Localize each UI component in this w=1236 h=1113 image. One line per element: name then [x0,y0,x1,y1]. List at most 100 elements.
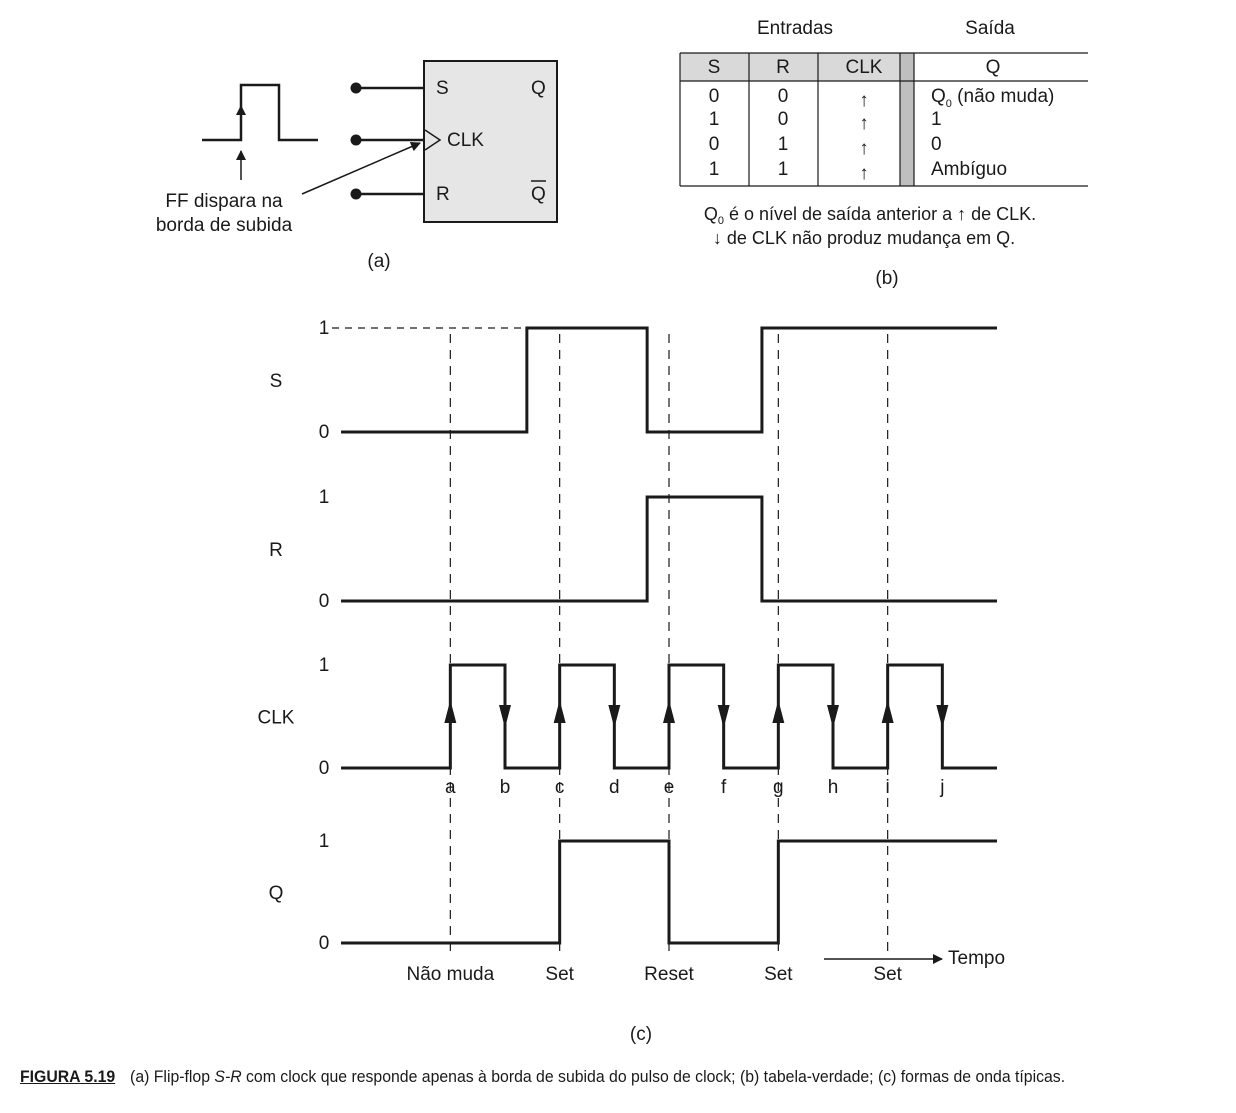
time-axis-label: Tempo [948,948,1005,969]
event-label: Não muda [406,964,494,985]
level-label-low: 0 [319,758,330,779]
table-header-background [680,53,914,81]
caption-text-after: com clock que responde apenas à borda de… [241,1067,1066,1086]
edge-label: b [500,777,511,798]
falling-edge-arrow-icon [608,705,621,728]
cell-clk: ↑ [859,138,869,159]
edge-label: e [664,777,675,798]
signal-name-s: S [270,371,283,392]
figure-number: FIGURA 5.19 [20,1067,116,1086]
clock-triangle-icon [424,129,442,151]
edge-label: f [721,777,727,798]
table-note-1: Q0 é o nível de saída anterior a ↑ de CL… [704,204,1036,227]
rising-edge-arrow-icon [772,700,785,723]
cell-r: 0 [778,86,789,107]
input-label-clk: CLK [447,130,484,151]
input-label-r: R [436,184,450,205]
level-label-high: 1 [319,831,330,852]
column-header-s: S [708,57,721,78]
annotation-arrow-to-clk-icon [301,141,421,195]
column-header-r: R [776,57,790,78]
caption-text-italic: S-R [214,1067,242,1086]
output-label-q: Q [531,78,546,99]
cell-q: Q0 (não muda) [931,86,1054,110]
figure-caption: FIGURA 5.19 (a) Flip-flop S-R com clock q… [20,1067,1065,1087]
cell-clk: ↑ [859,163,869,184]
flip-flop-symbol: S CLK R Q Q [350,60,558,223]
cell-q: 1 [931,109,942,130]
cell-r: 1 [778,134,789,155]
input-label-s: S [436,78,449,99]
cell-s: 1 [709,159,720,180]
event-label: Set [764,964,793,985]
cell-r: 0 [778,109,789,130]
level-label-low: 0 [319,591,330,612]
group-header-inputs: Entradas [757,18,833,39]
edge-label: c [555,777,565,798]
output-label-q-bar: Q [531,184,546,205]
edge-label: d [609,777,620,798]
level-label-high: 1 [319,655,330,676]
label-c: (c) [630,1024,652,1045]
signal-name-r: R [269,540,283,561]
cell-s: 0 [709,86,720,107]
cell-r: 1 [778,159,789,180]
column-header-clk: CLK [846,57,883,78]
rising-edge-arrow-icon [444,700,457,723]
cell-q-main: Q [931,86,946,107]
annotation-line-2: borda de subida [156,215,293,236]
cell-q-main: Ambíguo [931,159,1007,180]
falling-edge-arrow-icon [717,705,730,728]
annotation-line-1: FF dispara na [165,191,283,212]
cell-q-main: 1 [931,109,942,130]
cell-s: 1 [709,109,720,130]
level-label-low: 0 [319,422,330,443]
r-input-terminal [350,188,362,200]
figure-canvas: S CLK R Q Q FF dispara na borda de subid… [156,18,1088,1045]
level-label-high: 1 [319,487,330,508]
edge-label: g [773,777,784,798]
rising-edge-arrow-icon [881,700,894,723]
caption-text-before: (a) Flip-flop [130,1067,215,1086]
falling-edge-arrow-icon [936,705,949,728]
waveform-s [341,326,997,434]
level-label-low: 0 [319,933,330,954]
table-note-2: ↓ de CLK não produz mudança em Q. [713,228,1015,248]
edge-label: h [828,777,839,798]
cell-q-subscript: 0 [946,98,952,110]
table-divider-bar [900,53,914,186]
signal-name-q: Q [269,883,284,904]
rising-edge-arrow-icon [553,700,566,723]
cell-q: 0 [931,134,942,155]
cell-clk: ↑ [859,90,869,111]
cell-q-rest: (não muda) [952,86,1054,107]
edge-label: i [886,777,890,798]
signal-name-clk: CLK [258,708,295,729]
waveform-r [341,495,997,603]
falling-edge-arrow-icon [499,705,511,728]
flip-flop-box [423,60,558,223]
label-b: (b) [875,268,898,289]
edge-label: j [939,777,944,798]
cell-s: 0 [709,134,720,155]
event-label: Reset [644,964,694,985]
s-input-terminal [350,82,362,94]
event-label: Set [545,964,574,985]
group-header-output: Saída [965,18,1015,39]
cell-q-main: 0 [931,134,942,155]
clock-pulse-waveform [202,83,318,142]
cell-q: Ambíguo [931,159,1007,180]
cell-clk: ↑ [859,113,869,134]
level-label-high: 1 [319,318,330,339]
clk-input-terminal [350,134,362,146]
event-label: Set [873,964,902,985]
clock-pulse-illustration: FF dispara na borda de subida [156,83,421,236]
rising-edge-arrow-icon [663,700,675,723]
edge-label: a [445,777,456,798]
label-a: (a) [367,251,390,272]
column-header-q: Q [986,57,1001,78]
falling-edge-arrow-icon [827,705,839,728]
